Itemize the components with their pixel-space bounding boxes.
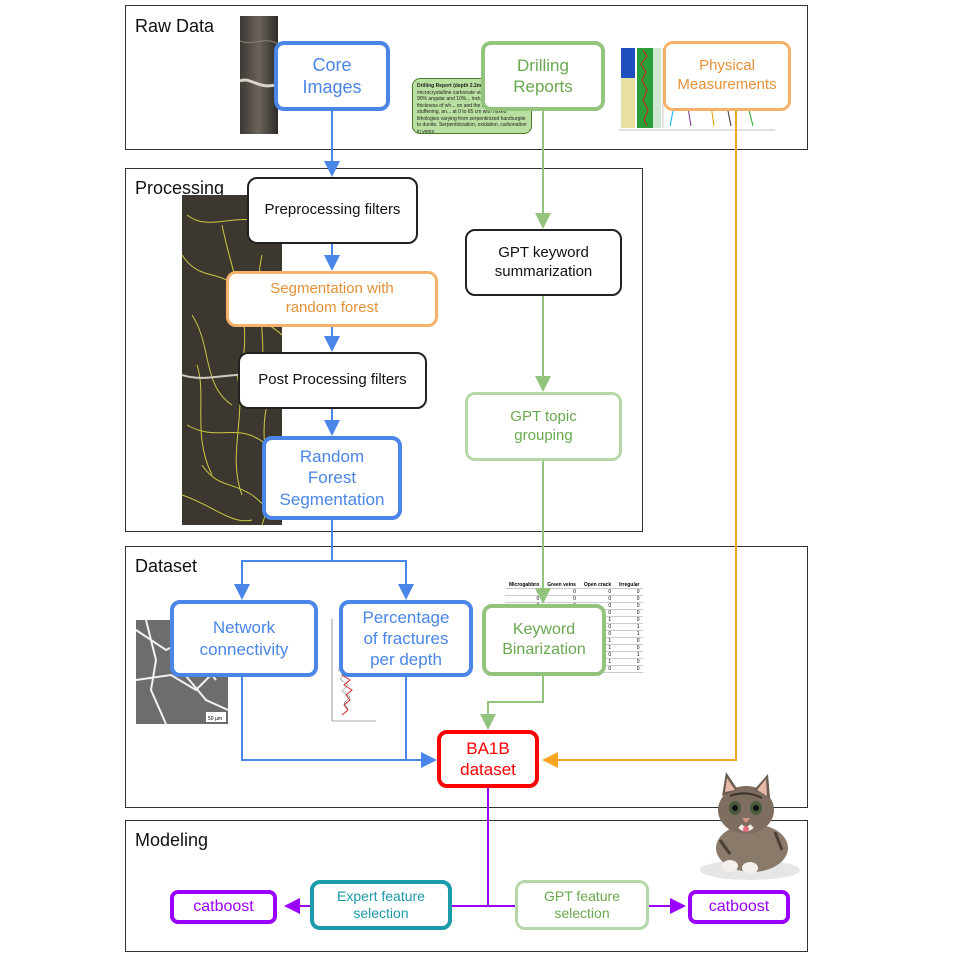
gpt-topic-grouping-node[interactable]: GPT topic grouping bbox=[465, 392, 622, 461]
table-cell: 0 bbox=[615, 595, 644, 603]
panel-title-raw-data: Raw Data bbox=[135, 16, 215, 36]
drilling-report-title: Drilling Report (depth 2.2m - 4... bbox=[417, 83, 493, 89]
table-cell: 0 bbox=[615, 665, 644, 673]
preprocessing-filters-node[interactable]: Preprocessing filters bbox=[247, 177, 418, 244]
table-header: Microgabbro bbox=[505, 582, 544, 589]
core-images-node[interactable]: Core Images bbox=[274, 41, 390, 111]
table-header: Open crack bbox=[579, 582, 616, 589]
table-cell: 0 bbox=[543, 595, 580, 603]
table-cell: 0 bbox=[615, 644, 644, 652]
table-cell: 0 bbox=[505, 588, 544, 596]
table-cell: 0 bbox=[505, 595, 544, 603]
panel-title-processing: Processing bbox=[135, 178, 225, 198]
drilling-report-body: microcrystalline carbonate visible... cl… bbox=[417, 89, 527, 135]
gpt-feature-selection-node[interactable]: GPT feature selection bbox=[515, 880, 649, 930]
keyword-binarization-node[interactable]: Keyword Binarization bbox=[482, 604, 606, 676]
core-image-thumbnail bbox=[240, 16, 278, 134]
drilling-reports-node[interactable]: Drilling Reports bbox=[481, 41, 605, 111]
table-cell: 0 bbox=[615, 658, 644, 666]
micro-scale-label: 50 µm bbox=[208, 716, 222, 722]
post-processing-filters-node[interactable]: Post Processing filters bbox=[238, 352, 427, 409]
catboost-left-node[interactable]: catboost bbox=[170, 890, 277, 924]
table-cell: 1 bbox=[615, 651, 644, 659]
table-header: Irregular bbox=[615, 582, 644, 589]
table-cell: 1 bbox=[615, 623, 644, 631]
table-header-row: Microgabbro Green veins Open crack Irreg… bbox=[505, 582, 644, 589]
panel-title-dataset: Dataset bbox=[135, 556, 198, 576]
table-cell: 1 bbox=[615, 630, 644, 638]
catboost-right-node[interactable]: catboost bbox=[688, 890, 790, 924]
gpt-keyword-summarization-node[interactable]: GPT keyword summarization bbox=[465, 229, 622, 296]
kitten-image bbox=[690, 770, 810, 882]
expert-feature-selection-node[interactable]: Expert feature selection bbox=[310, 880, 452, 930]
table-cell: 0 bbox=[579, 588, 616, 596]
panel-title-modeling: Modeling bbox=[135, 830, 209, 850]
table-cell: 0 bbox=[615, 637, 644, 645]
table-cell: 0 bbox=[615, 588, 644, 596]
table-header: Green veins bbox=[543, 582, 580, 589]
table-cell: 0 bbox=[615, 602, 644, 610]
table-cell: 0 bbox=[615, 616, 644, 624]
percentage-fractures-node[interactable]: Percentage of fractures per depth bbox=[339, 600, 473, 677]
random-forest-segmentation-node[interactable]: Random Forest Segmentation bbox=[262, 436, 402, 520]
network-connectivity-node[interactable]: Network connectivity bbox=[170, 600, 318, 677]
segmentation-random-forest-node[interactable]: Segmentation with random forest bbox=[226, 271, 438, 327]
physical-measurements-node[interactable]: Physical Measurements bbox=[663, 41, 791, 111]
ba1b-dataset-node[interactable]: BA1B dataset bbox=[437, 730, 539, 788]
table-cell: 0 bbox=[615, 609, 644, 617]
table-cell: 0 bbox=[579, 595, 616, 603]
table-cell: 0 bbox=[543, 588, 580, 596]
